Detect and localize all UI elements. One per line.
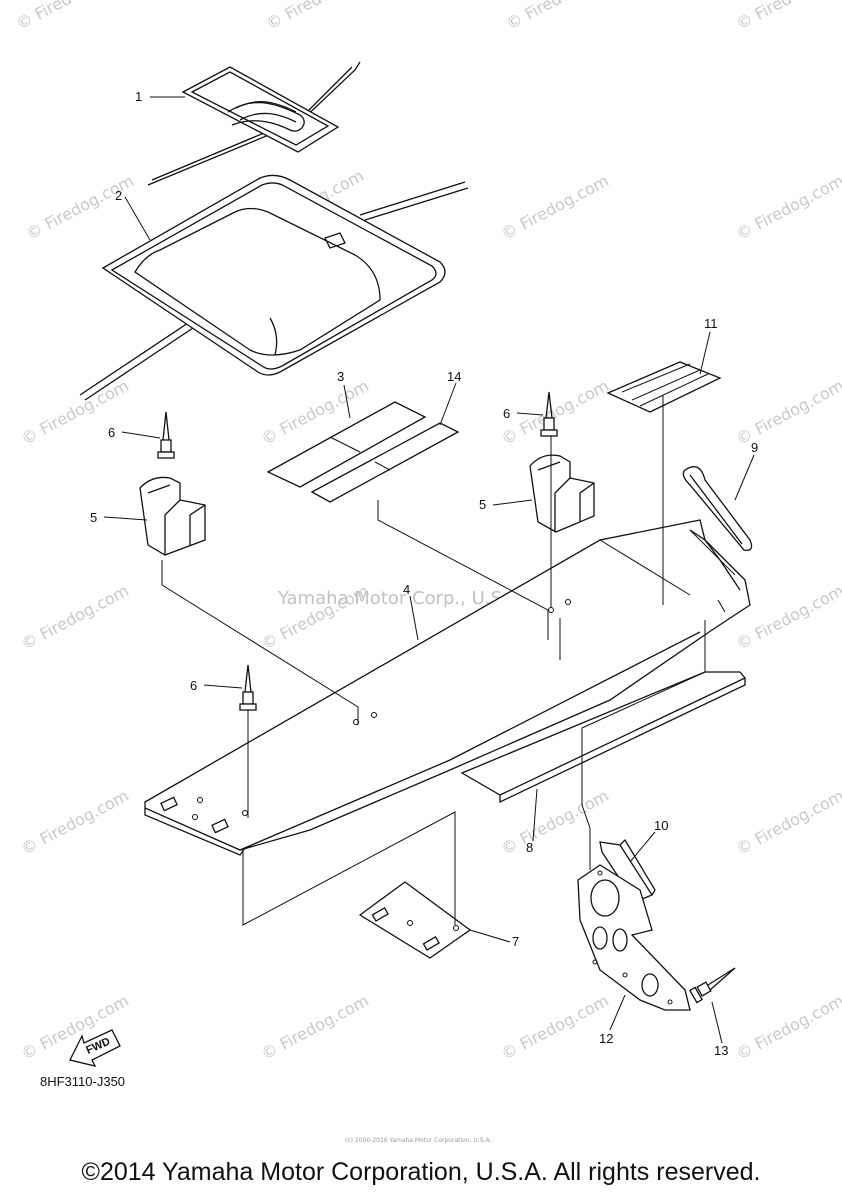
- watermark: © Firedog.com: [18, 581, 132, 654]
- part-9-bracket: [682, 466, 753, 551]
- watermark: © Firedog.com: [498, 786, 612, 859]
- watermark: © Firedog.com: [498, 376, 612, 449]
- watermark: © Firedog.com: [733, 376, 842, 449]
- callout-6-bottom: 6: [190, 678, 197, 693]
- callout-1: 1: [135, 89, 142, 104]
- callout-12: 12: [599, 1031, 613, 1046]
- callout-9: 9: [751, 440, 758, 455]
- callout-11: 11: [704, 316, 718, 331]
- watermark: © Firedog.com: [503, 0, 617, 34]
- diagram-code: 8HF3110-J350: [40, 1074, 125, 1089]
- callout-4: 4: [403, 582, 410, 597]
- exploded-parts-diagram: © Firedog.com © Firedog.com © Firedog.co…: [13, 0, 842, 1144]
- part-3-14-decals: [266, 401, 460, 503]
- part-2-seat-cover: [79, 174, 469, 401]
- watermark: © Firedog.com: [258, 991, 372, 1064]
- part-11-pad: [606, 361, 722, 413]
- part-8-foam-strip: [460, 671, 747, 804]
- callout-6-left: 6: [108, 425, 115, 440]
- callout-2: 2: [115, 188, 122, 203]
- part-7-plate: [358, 881, 472, 959]
- watermark: © Firedog.com: [18, 786, 132, 859]
- watermark: © Firedog.com: [498, 171, 612, 244]
- fine-print: (c) 2000-2016 Yamaha Motor Corporation, …: [345, 1137, 491, 1144]
- part-10-block: [599, 838, 656, 903]
- leader-lines: [103, 96, 755, 1044]
- watermark: © Firedog.com: [733, 786, 842, 859]
- callout-6-right: 6: [503, 406, 510, 421]
- callout-7: 7: [512, 934, 519, 949]
- callout-10: 10: [654, 818, 668, 833]
- center-watermark: Yamaha Motor Corp., U.S.A.: [277, 588, 525, 609]
- watermark: © Firedog.com: [263, 0, 377, 34]
- part-6-rivets: [157, 391, 558, 711]
- callout-3: 3: [337, 369, 344, 384]
- watermark: © Firedog.com: [498, 991, 612, 1064]
- callout-5-right: 5: [479, 497, 486, 512]
- callout-numbers: 1 2 3 14 11 9 6 5 6 5 4 6 8 10 7 12 13: [90, 89, 758, 1058]
- part-5-bracket-left: [139, 476, 206, 556]
- part-13-rivet: [689, 967, 736, 1004]
- watermark: © Firedog.com: [23, 171, 137, 244]
- watermark: © Firedog.com: [733, 991, 842, 1064]
- part-5-bracket-right: [529, 454, 595, 533]
- watermark: © Firedog.com: [733, 171, 842, 244]
- callout-8: 8: [526, 840, 533, 855]
- callout-14: 14: [447, 369, 461, 384]
- watermark: © Firedog.com: [733, 581, 842, 654]
- fwd-arrow-icon: FWD: [69, 1029, 121, 1067]
- watermark: © Firedog.com: [13, 0, 127, 34]
- part-1-handle-mat: [147, 61, 361, 186]
- callout-13: 13: [714, 1043, 728, 1058]
- part-12-panel: [577, 864, 691, 1011]
- watermark: © Firedog.com: [733, 0, 842, 34]
- callout-5-left: 5: [90, 510, 97, 525]
- copyright-notice: ©2014 Yamaha Motor Corporation, U.S.A. A…: [81, 1158, 761, 1186]
